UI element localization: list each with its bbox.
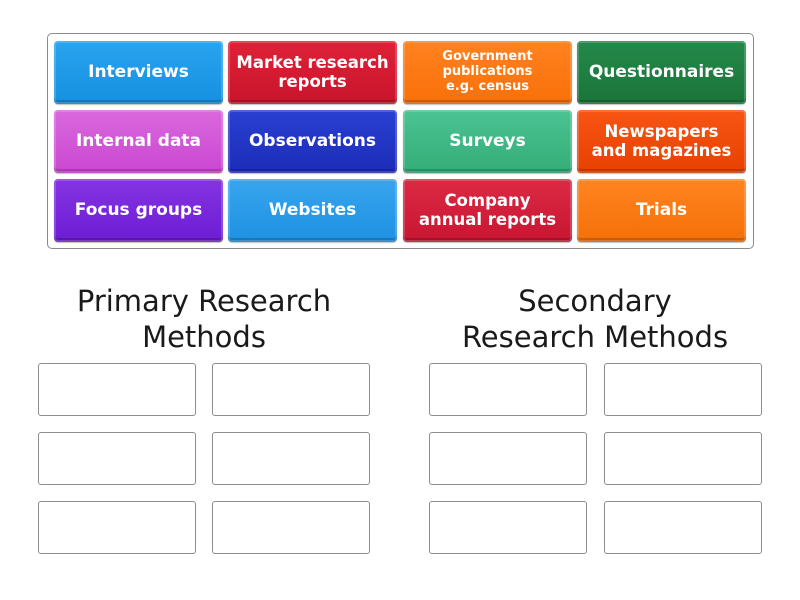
tile-surveys[interactable]: Surveys	[403, 110, 572, 173]
tile-label: Interviews	[88, 61, 189, 82]
tile-observations[interactable]: Observations	[228, 110, 397, 173]
tile-label: Internal data	[75, 130, 202, 151]
secondary-drop-slot-2[interactable]	[604, 363, 762, 416]
group-title-secondary: Secondary Research Methods	[461, 284, 729, 354]
tile-websites[interactable]: Websites	[228, 179, 397, 242]
tile-internal-data[interactable]: Internal data	[54, 110, 223, 173]
tile-label: Focus groups	[74, 199, 203, 220]
primary-drop-slot-1[interactable]	[38, 363, 196, 416]
primary-drop-slot-3[interactable]	[38, 432, 196, 485]
tile-government-publications[interactable]: Government publications e.g. census	[403, 41, 572, 104]
tile-label: Government publications e.g. census	[442, 49, 533, 94]
tile-label: Questionnaires	[588, 61, 735, 82]
secondary-drop-slot-4[interactable]	[604, 432, 762, 485]
secondary-drop-slot-3[interactable]	[429, 432, 587, 485]
tile-label: Observations	[248, 130, 377, 151]
tile-label: Websites	[268, 199, 357, 220]
secondary-drop-slot-6[interactable]	[604, 501, 762, 554]
tile-label: Company annual reports	[418, 191, 557, 229]
primary-drop-slot-5[interactable]	[38, 501, 196, 554]
primary-drop-slot-4[interactable]	[212, 432, 370, 485]
tile-trials[interactable]: Trials	[577, 179, 746, 242]
group-title-primary: Primary Research Methods	[76, 284, 332, 354]
tile-label: Trials	[635, 199, 688, 220]
tile-focus-groups[interactable]: Focus groups	[54, 179, 223, 242]
tile-market-research-reports[interactable]: Market research reports	[228, 41, 397, 104]
tile-newspapers-and-magazines[interactable]: Newspapers and magazines	[577, 110, 746, 173]
primary-drop-slot-6[interactable]	[212, 501, 370, 554]
primary-drop-slot-2[interactable]	[212, 363, 370, 416]
tile-questionnaires[interactable]: Questionnaires	[577, 41, 746, 104]
tile-company-annual-reports[interactable]: Company annual reports	[403, 179, 572, 242]
tile-label: Market research reports	[236, 53, 389, 91]
tile-interviews[interactable]: Interviews	[54, 41, 223, 104]
tile-label: Surveys	[449, 130, 526, 151]
secondary-drop-slot-1[interactable]	[429, 363, 587, 416]
secondary-drop-slot-5[interactable]	[429, 501, 587, 554]
tile-label: Newspapers and magazines	[591, 122, 732, 160]
